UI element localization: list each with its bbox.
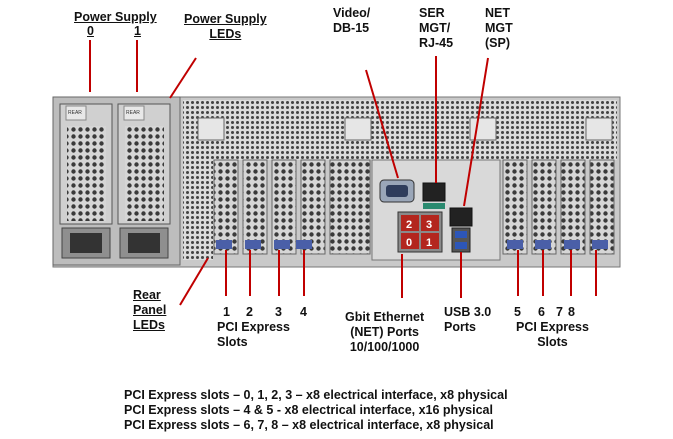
power-supply-0-label: 0 [87,24,94,38]
svg-text:3: 3 [426,219,432,231]
slot-number-6: 6 [538,305,545,319]
ser-mgt-port [422,182,446,202]
rear-line1: Rear [133,288,161,302]
video-label: Video/ DB-15 [333,6,370,36]
usb-line2: Ports [444,320,476,334]
gbit-line2: (NET) Ports [350,325,419,339]
power-supply-1-label: 1 [134,24,141,38]
slot-number-7: 7 [556,305,563,319]
net-line3: (SP) [485,36,510,50]
usb-label: USB 3.0 Ports [444,305,491,335]
left-lower-vent [183,160,213,260]
ser-line3: RJ-45 [419,36,454,50]
callout-lines [89,40,597,306]
power-supply-0 [59,103,113,259]
slot-number-2: 2 [246,305,253,319]
gbit-line1: Gbit Ethernet [345,310,425,324]
video-line2: DB-15 [333,21,370,35]
gbit-ethernet-label: Gbit Ethernet (NET) Ports 10/100/1000 [345,310,424,355]
ser-line2: MGT/ [419,21,451,35]
ser-mgt-label: SER MGT/ RJ-45 [419,6,453,51]
rear-panel-leds-label: Rear Panel LEDs [133,288,166,333]
rear-line3: LEDs [133,318,165,332]
slot-number-3: 3 [275,305,282,319]
usb-line1: USB 3.0 [444,305,492,319]
pci-right-line1: PCI Express [516,320,589,334]
ps-leds-line1: Power Supply [184,12,267,26]
power-supply-bay: REAR REAR [52,96,181,266]
slot-number-4: 4 [300,305,307,319]
pci-express-right-label: PCI Express Slots [516,320,589,350]
pci-right-line2: Slots [537,335,568,349]
ps1-tag: REAR [126,110,140,116]
slot-number-5: 5 [514,305,521,319]
top-vent-band [183,100,617,160]
io-panel: 2 3 0 1 [371,159,501,261]
pcie-slots-right [502,159,615,255]
pci-express-left-label: PCI Express Slots [217,320,290,350]
power-supply-1 [117,103,171,259]
gbit-line3: 10/100/1000 [349,340,420,354]
pcie-slots-left [213,159,371,255]
svg-text:2: 2 [406,219,412,231]
ps-leds-line2: LEDs [209,27,242,41]
slot-number-1: 1 [223,305,230,319]
net-mgt-label: NET MGT (SP) [485,6,513,51]
ser-line1: SER [419,6,445,20]
ps0-tag: REAR [68,110,82,116]
note-slots-0-3: PCI Express slots – 0, 1, 2, 3 – x8 elec… [124,388,508,402]
pci-left-line2: Slots [217,335,248,349]
net-mgt-port [449,207,473,227]
power-supply-leds-label: Power Supply LEDs [184,12,267,42]
net-line1: NET [485,6,510,20]
note-slots-6-8: PCI Express slots – 6, 7, 8 – x8 electri… [124,418,494,432]
pci-left-line1: PCI Express [217,320,290,334]
slot-number-8: 8 [568,305,575,319]
svg-text:1: 1 [426,237,432,249]
rear-line2: Panel [133,303,167,317]
svg-text:0: 0 [406,237,412,249]
video-line1: Video/ [333,6,371,20]
net-line2: MGT [485,21,513,35]
power-supply-title: Power Supply [74,10,157,24]
slot-tabs [216,240,608,249]
note-slots-4-5: PCI Express slots – 4 & 5 - x8 electrica… [124,403,493,417]
